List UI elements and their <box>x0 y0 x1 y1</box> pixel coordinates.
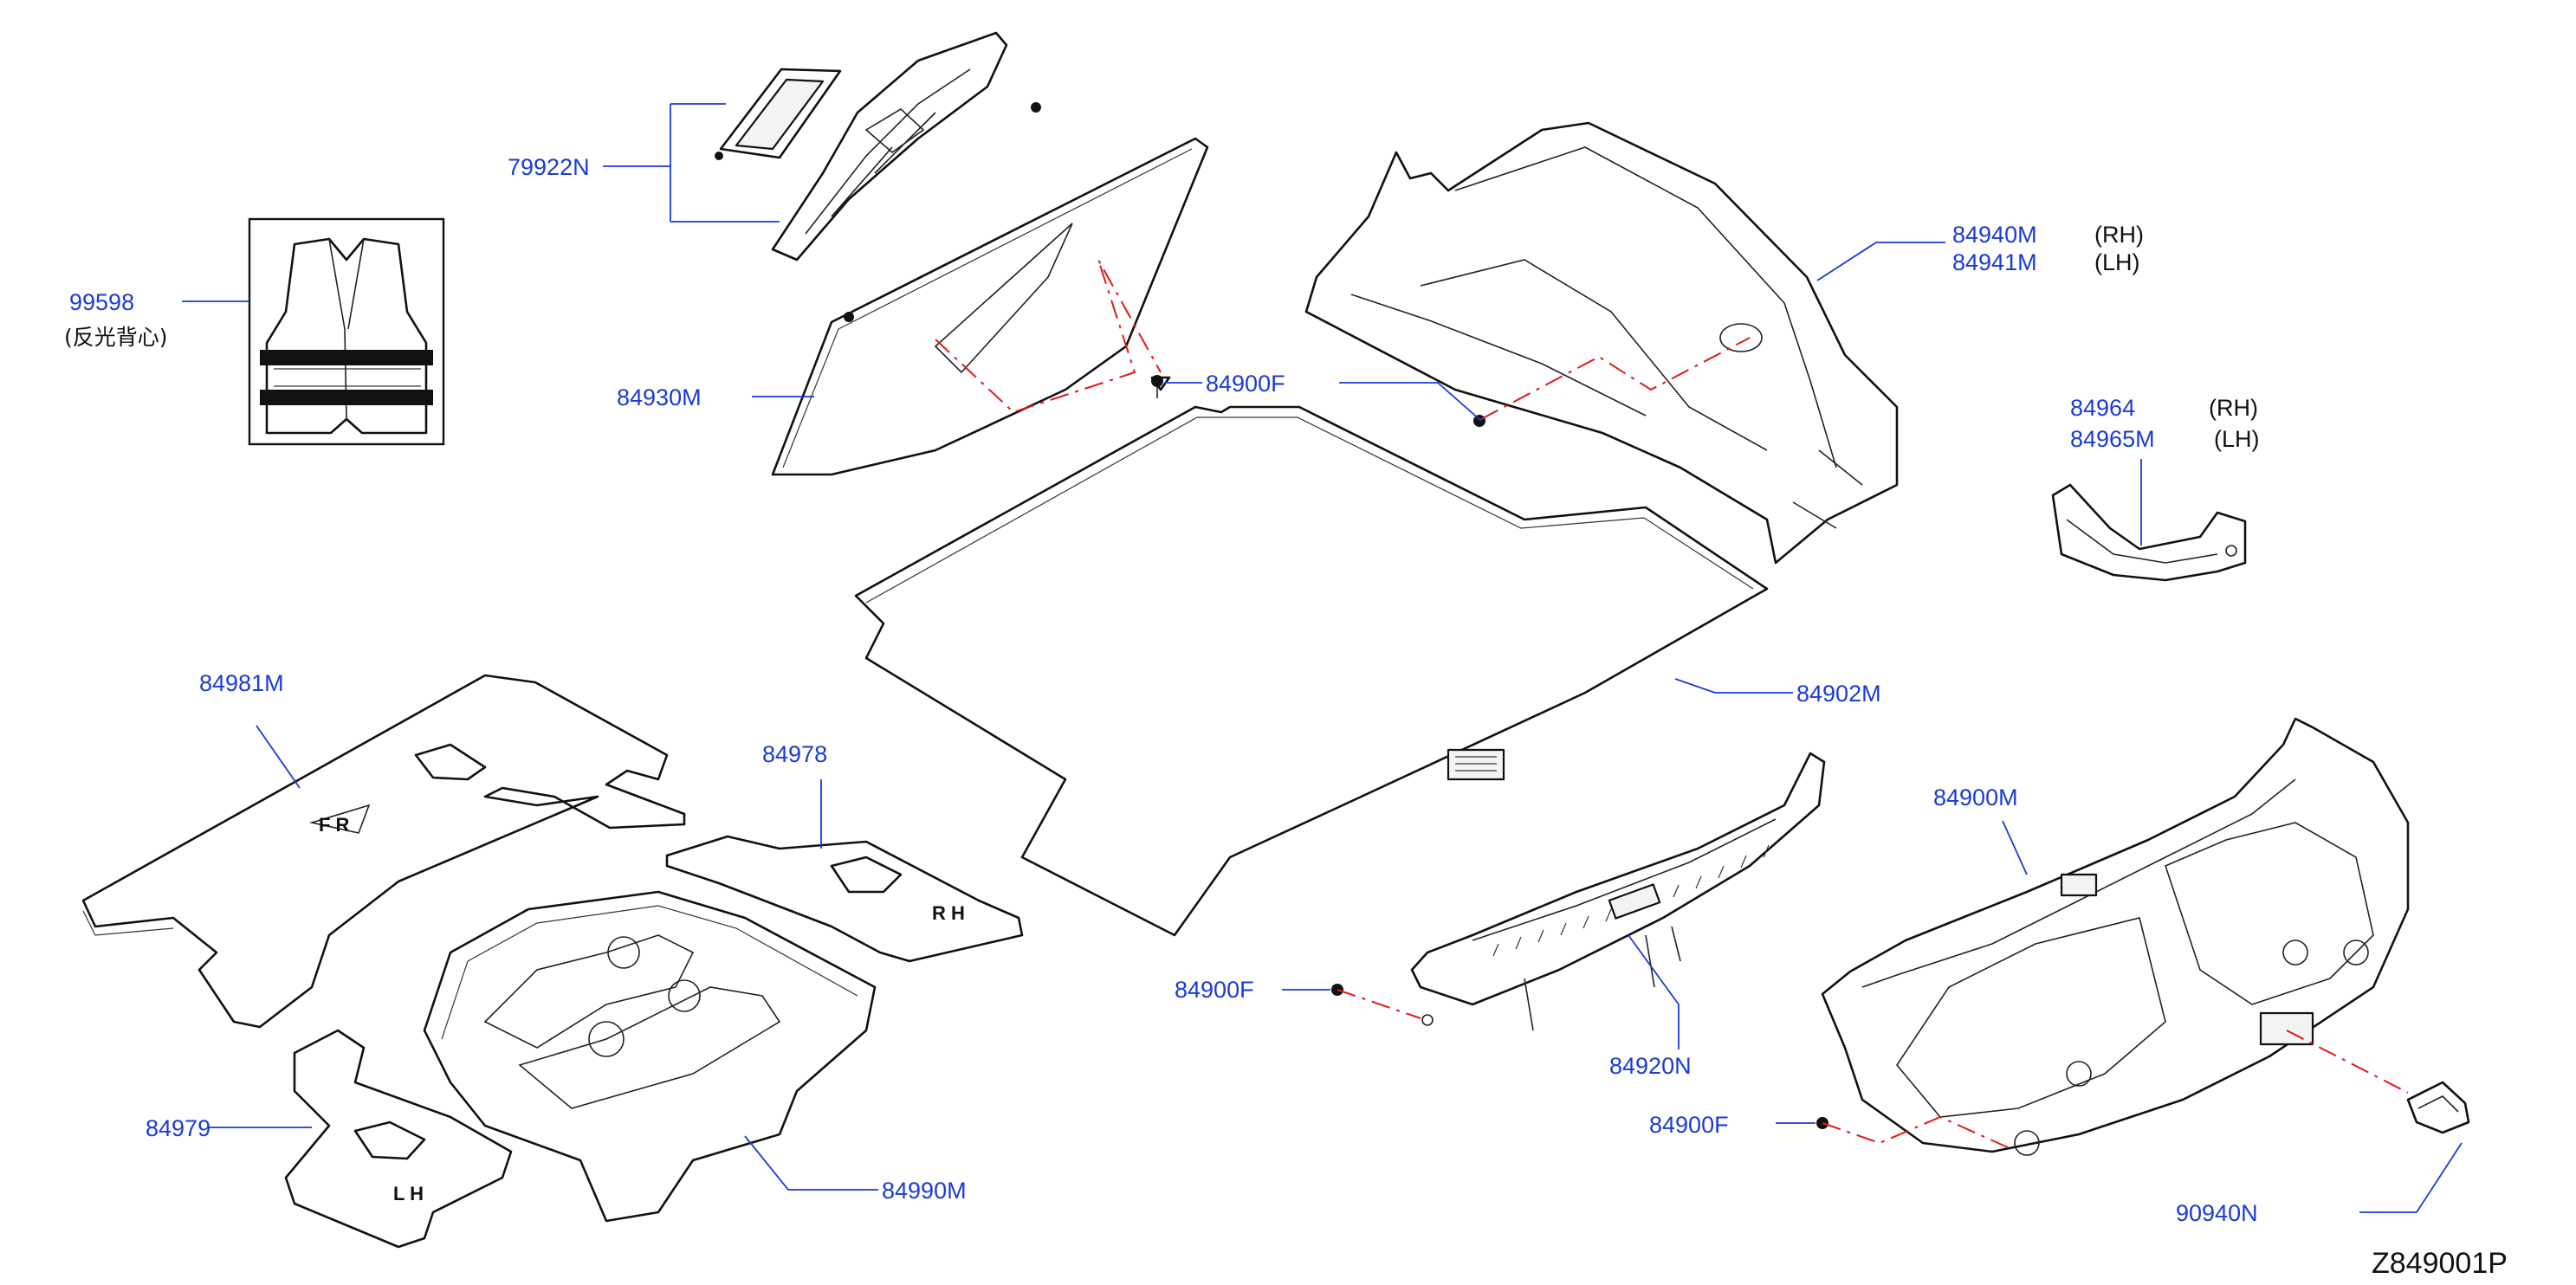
side-label-84941m: (LH) <box>2094 249 2140 275</box>
sill-trim-part-84920n[interactable] <box>1410 752 1826 1031</box>
callout-84900f-top[interactable]: 84900F <box>1206 371 1285 397</box>
callout-84964[interactable]: 84964 <box>2070 395 2135 421</box>
trunk-mat-part-84902m[interactable] <box>854 405 1769 937</box>
mat-part-84981m[interactable]: F R <box>81 674 686 1029</box>
callout-99598-note: (反光背心) <box>64 325 168 350</box>
mat-marking-rh: R H <box>932 902 965 924</box>
diagram-code: Z849001P <box>2372 1247 2508 1280</box>
callout-84920n[interactable]: 84920N <box>1609 1053 1692 1079</box>
fastener-clip-top[interactable] <box>1151 375 1163 398</box>
callout-84900f-low[interactable]: 84900F <box>1649 1112 1729 1138</box>
clip-part-90940n[interactable] <box>2406 1081 2470 1134</box>
mat-part-84979[interactable]: L H <box>284 1029 513 1249</box>
side-label-84965m: (LH) <box>2214 426 2260 452</box>
callout-84900m[interactable]: 84900M <box>1933 785 2018 810</box>
callout-84990m[interactable]: 84990M <box>882 1178 967 1204</box>
assembly-guides <box>935 259 2409 1149</box>
callout-99598[interactable]: 99598 <box>69 289 134 315</box>
callout-79922n[interactable]: 79922N <box>508 154 590 180</box>
callout-84930m[interactable]: 84930M <box>617 384 702 410</box>
foam-tray-part-84990m[interactable] <box>423 890 877 1223</box>
callout-84981m[interactable]: 84981M <box>199 670 284 696</box>
mat-part-84978[interactable]: R H <box>665 835 1024 963</box>
callout-84900f-mid[interactable]: 84900F <box>1175 977 1254 1003</box>
bracket-part-84964[interactable] <box>2051 483 2247 582</box>
callout-84941m[interactable]: 84941M <box>1952 249 2037 275</box>
side-label-84940m: (RH) <box>2094 222 2144 248</box>
callout-84902m[interactable]: 84902M <box>1796 681 1881 707</box>
callout-84940m[interactable]: 84940M <box>1952 222 2037 248</box>
mat-marking-lh: L H <box>393 1183 424 1204</box>
trunk-lid-trim-part-84900m[interactable] <box>1821 717 2410 1156</box>
mat-marking-fr: F R <box>319 814 350 836</box>
callout-84979[interactable]: 84979 <box>146 1115 210 1141</box>
reflective-vest-part[interactable] <box>248 217 445 446</box>
callout-84978[interactable]: 84978 <box>762 741 827 767</box>
leader-lines <box>182 103 2463 1213</box>
bracket-part-79922n[interactable] <box>715 31 1041 262</box>
callout-90940n[interactable]: 90940N <box>2176 1200 2258 1226</box>
side-label-84964: (RH) <box>2209 395 2258 421</box>
side-trim-part-84940m[interactable] <box>1304 121 1899 565</box>
callout-84965m[interactable]: 84965M <box>2070 426 2155 452</box>
